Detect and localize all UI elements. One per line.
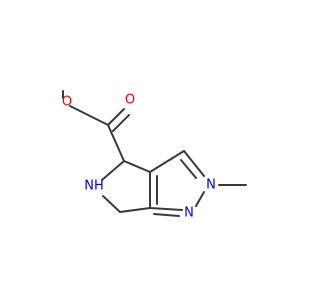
bond-ester-oxygen-carbonyl-carbon [69,105,109,126]
structure-canvas: O O NH N N [61,90,247,221]
bond-n1-c6a-inner [153,213,180,217]
pyrazole-n2-label: N [206,178,216,193]
bond-c3-n2 [183,150,205,177]
bond-c4-c3a [123,160,151,173]
ester-oxygen-label: O [62,95,72,110]
pyrazole-n1-label: N [184,206,194,221]
molecule-structure: O O NH N N [62,90,247,221]
bond-carbonyl-carbon-oxygen-double [112,114,130,132]
bond-carbonyl-carbon-ring-carbon [107,124,125,162]
bond-n2-n1 [195,191,205,207]
bond-n1-c6a [149,207,183,211]
bond-c4-nh [101,160,125,181]
ring-nh-label: NH [84,179,104,194]
bond-c6-c6a [119,207,151,213]
bond-c3-n2-inner [180,159,197,179]
bond-carbonyl-carbon-oxygen [107,108,125,126]
bond-c3a-c3 [149,150,185,173]
bond-nh-c6 [102,195,121,213]
carbonyl-oxygen-label: O [125,93,135,108]
